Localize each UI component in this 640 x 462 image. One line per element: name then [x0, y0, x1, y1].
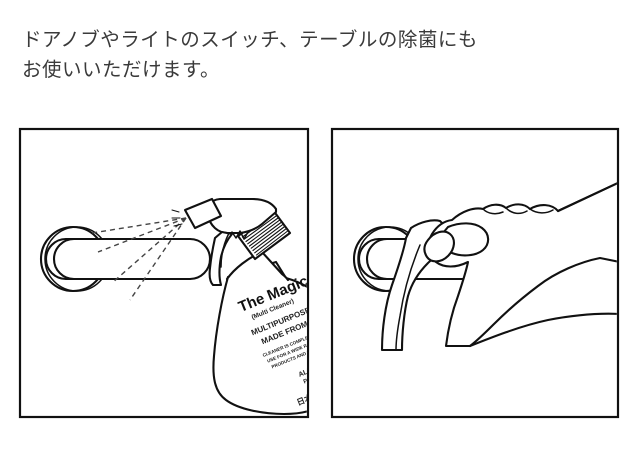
bottle-trigger [208, 230, 234, 287]
panel-content-wipe [352, 182, 617, 352]
panel-content-spray: The Magic Water (Multi Cleaner) MULTIPUR… [39, 197, 324, 416]
bottle-alkali-2: PH12.5 [303, 372, 324, 385]
bottle-nozzle [183, 197, 223, 230]
hand-knuckle-3 [529, 208, 554, 214]
bottle-alkali-1: ALKALI [298, 363, 324, 379]
spray-bottle: The Magic Water (Multi Cleaner) MULTIPUR… [171, 197, 324, 416]
page-caption: ドアノブやライトのスイッチ、テーブルの除菌にも お使いいただけます。 [22, 30, 478, 81]
bottle-footer-jp: 日本製 [295, 389, 321, 407]
cloth-fold-line [395, 244, 421, 351]
forearm-upper-edge [556, 182, 617, 213]
handle-left-cap [53, 237, 76, 281]
nozzle-mist-flecks [171, 209, 183, 227]
spray-mist-lines [91, 217, 187, 301]
wrist-lower-edge [468, 312, 617, 348]
hand-thumb [423, 230, 455, 263]
handle-rosette-joint-mask [60, 241, 80, 277]
hand-knuckle-2 [505, 207, 528, 215]
hand-knuckle-1 [482, 208, 504, 215]
hand [423, 182, 617, 348]
